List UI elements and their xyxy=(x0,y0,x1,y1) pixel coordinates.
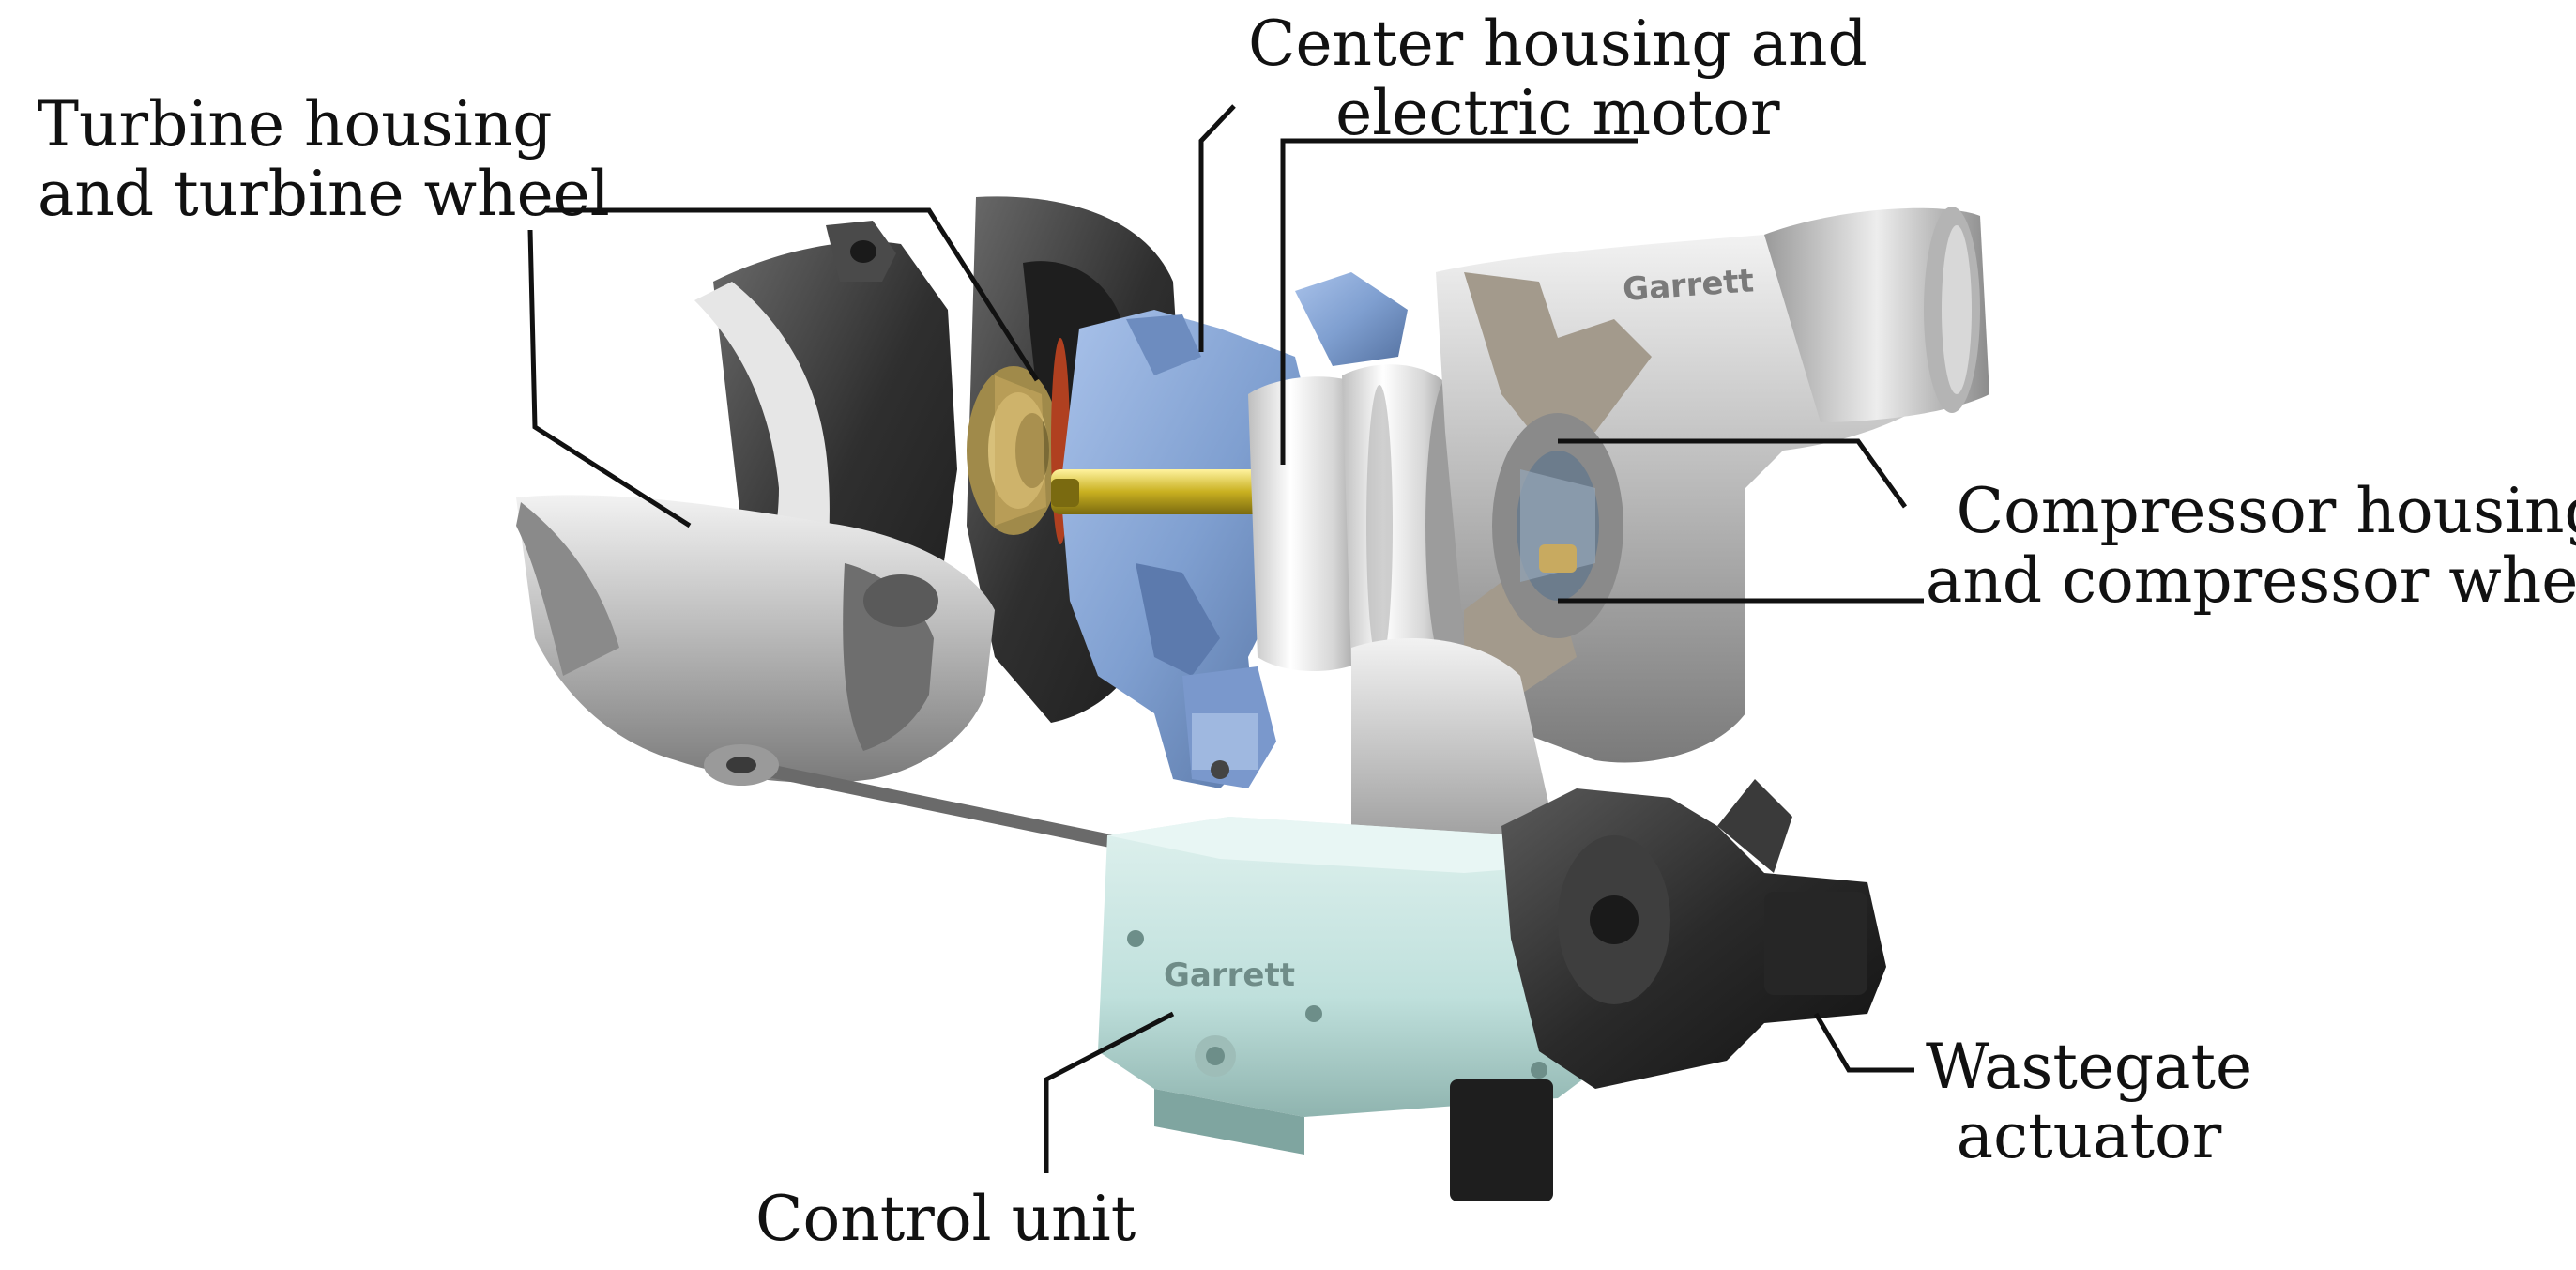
electric-motor xyxy=(1248,364,1474,680)
leader-center-housing xyxy=(1198,104,1236,352)
label-wastegate-line-1: Wastegate xyxy=(1926,1031,2253,1103)
label-control-unit: Control unit xyxy=(755,1185,1136,1254)
leader-compressor-housing xyxy=(1558,438,1908,509)
label-center-line-1: Center housing and xyxy=(1248,8,1867,80)
label-compressor-housing: Compressor housing and compressor wheel xyxy=(1926,477,2576,616)
label-center-housing: Center housing and electric motor xyxy=(1248,9,1867,148)
leader-lines xyxy=(527,104,1924,1173)
leader-turbine-housing xyxy=(527,229,692,528)
leader-turbine-wheel xyxy=(544,207,1040,382)
control-unit-brand-text: Garrett xyxy=(1164,956,1295,994)
turbine-outlet xyxy=(516,495,995,783)
leader-electric-motor xyxy=(1280,138,1638,465)
label-compressor-line-2: and compressor wheel xyxy=(1926,544,2576,617)
shaft xyxy=(1051,469,1267,514)
control-unit: Garrett xyxy=(1098,817,1595,1155)
label-turbine-line-1: Turbine housing xyxy=(38,88,553,161)
compressor-brand-text: Garrett xyxy=(1622,262,1755,309)
wastegate-actuator xyxy=(1450,779,1886,1201)
leader-wastegate-actuator xyxy=(1813,1012,1914,1073)
label-turbine-line-2: and turbine wheel xyxy=(38,158,610,230)
leader-control-unit xyxy=(1044,1011,1175,1173)
label-compressor-line-1: Compressor housing xyxy=(1956,475,2576,547)
label-center-line-2: electric motor xyxy=(1335,77,1780,149)
label-wastegate-actuator: Wastegate actuator xyxy=(1926,1033,2252,1171)
label-wastegate-line-2: actuator xyxy=(1956,1100,2222,1172)
label-control-line-1: Control unit xyxy=(755,1183,1136,1255)
label-turbine-housing: Turbine housing and turbine wheel xyxy=(38,90,610,229)
